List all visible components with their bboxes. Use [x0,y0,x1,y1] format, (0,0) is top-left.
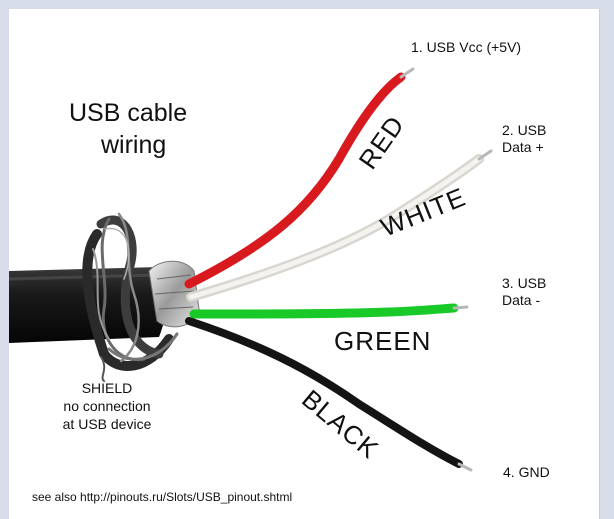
cable-illustration [9,67,493,472]
pin-3-line-2: Data - [502,292,541,308]
shield-line-2: no connection [63,398,151,414]
shield-braid [82,212,179,382]
title-line-1: USB cable [69,99,188,127]
white-wire [186,154,484,302]
shield-line-3: at USB device [62,416,152,432]
title-line-2: wiring [101,131,167,159]
green-wire [189,303,459,319]
pin-2-label: 2. USB Data + [502,122,546,156]
red-wire [184,72,406,289]
pin-2-line-2: Data + [502,139,544,155]
black-wire [185,317,463,468]
foil-wrap [148,260,200,328]
pin-3-label: 3. USB Data - [502,275,546,309]
shield-line-1: SHIELD [81,380,133,396]
pin-4-label: 4. GND [503,464,550,480]
usb-cable-photo: USB cable wiring RED WHITE GREEN BLACK 1… [9,9,600,519]
footer-reference: see also http://pinouts.ru/Slots/USB_pin… [32,490,293,504]
green-wire-label: GREEN [334,326,432,356]
pin-3-line-1: 3. USB [502,275,547,291]
shield-label: SHIELD no connection at USB device [47,379,167,433]
pin-2-line-1: 2. USB [502,122,547,138]
pin-1-label: 1. USB Vcc (+5V) [411,39,522,55]
